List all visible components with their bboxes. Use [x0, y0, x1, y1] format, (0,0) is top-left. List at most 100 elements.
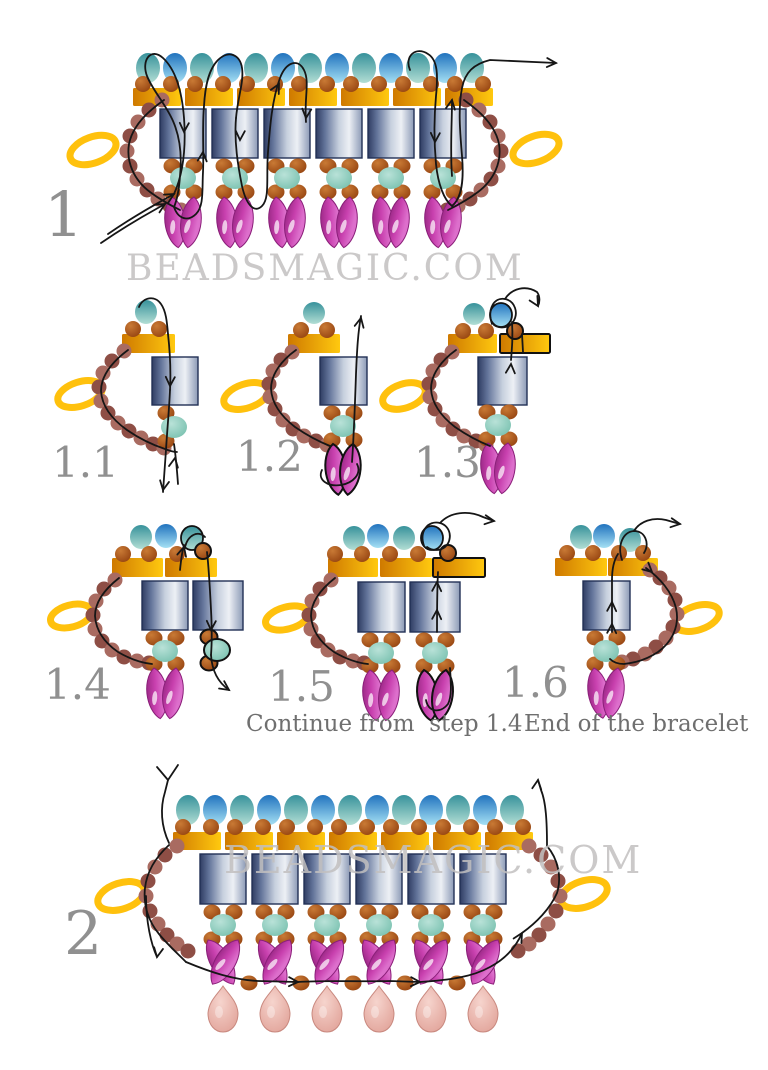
clasp-ring-icon	[379, 379, 429, 413]
thread-path	[407, 50, 453, 207]
thread-path	[436, 571, 439, 633]
cylinder-bead	[315, 108, 363, 159]
cylinder-bead	[357, 581, 406, 633]
chain-seed-bead	[661, 580, 677, 596]
diagram-s16	[555, 517, 723, 719]
chain-seed-bead	[104, 642, 120, 658]
seed-bead	[227, 819, 243, 835]
petal-bead	[431, 668, 454, 722]
teal-oval-bead	[136, 53, 160, 83]
chain-seed-bead	[533, 847, 549, 863]
petal-bead	[162, 667, 184, 720]
seed-bead	[410, 546, 426, 562]
thread-path	[185, 961, 299, 983]
teal-oval-bead	[406, 53, 430, 83]
thread-arrow-icon	[168, 456, 179, 469]
thread-arrow-icon	[512, 931, 524, 944]
thread-arrow-icon	[531, 778, 543, 791]
chain-seed-bead	[521, 838, 537, 854]
diagram-s14	[47, 524, 244, 720]
petal-bead	[366, 939, 397, 985]
cylinder-bead	[407, 853, 455, 905]
cylinder-bead	[355, 853, 403, 905]
thread-path	[521, 333, 524, 353]
seed-bead	[291, 76, 307, 92]
blue-oval-bead	[473, 795, 497, 825]
thread-path	[270, 349, 331, 447]
bugle-bead	[485, 832, 533, 850]
chain-seed-bead	[427, 401, 443, 417]
chain-seed-bead	[180, 943, 196, 959]
bugle-bead	[185, 88, 233, 106]
chain-seed-bead	[265, 363, 281, 379]
chain-seed-bead	[119, 143, 135, 159]
chain-seed-bead	[433, 352, 449, 368]
thread-path	[144, 53, 186, 208]
diagram-label-2: 2	[64, 899, 103, 969]
teal-oval-bead	[393, 526, 415, 550]
diagram-label-1-6: 1.6	[502, 658, 569, 707]
chain-seed-bead	[169, 838, 185, 854]
clasp-ring-icon	[94, 878, 148, 914]
chain-seed-bead	[310, 633, 326, 649]
teal-oval-bead	[190, 53, 214, 83]
bugle-bead	[288, 334, 340, 353]
seed-bead	[279, 819, 295, 835]
chain-seed-bead	[312, 581, 328, 597]
thread-arrow-icon	[353, 316, 365, 329]
thread-path	[184, 533, 206, 548]
chain-seed-bead	[95, 365, 111, 381]
seed-bead	[215, 76, 231, 92]
seed-bead	[239, 76, 255, 92]
thread-arrow-icon	[606, 599, 618, 613]
chain-seed-bead	[275, 412, 291, 428]
chain-seed-bead	[116, 343, 132, 359]
teal-oval-bead	[244, 53, 268, 83]
diagram-label-1-2: 1.2	[236, 432, 303, 481]
seed-bead	[255, 819, 271, 835]
drop-bead	[415, 985, 447, 1033]
seed-bead	[327, 546, 343, 562]
seed-bead	[289, 184, 307, 200]
thread-arrow-icon	[483, 514, 496, 526]
petal-bead	[378, 669, 400, 722]
seed-bead	[383, 819, 399, 835]
bugle-bead	[328, 558, 378, 577]
chain-seed-bead	[285, 421, 301, 437]
bugle-bead	[112, 558, 163, 577]
seed-bead	[292, 975, 310, 991]
bugle-bead	[289, 88, 337, 106]
round-teal-bead	[366, 914, 392, 936]
thread-path	[421, 521, 451, 551]
cylinder-bead	[319, 356, 368, 406]
chain-seed-bead	[267, 401, 283, 417]
seed-bead	[611, 545, 627, 561]
chain-seed-bead	[540, 916, 556, 932]
thread-arrow-icon	[154, 202, 167, 214]
bugle-bead	[341, 88, 389, 106]
thread-path	[138, 297, 169, 335]
teal-oval-bead	[338, 795, 362, 825]
thread-arrow-icon	[445, 98, 456, 111]
seed-bead	[371, 184, 389, 200]
thread-arrow-icon	[287, 976, 301, 988]
chain-seed-bead	[425, 363, 441, 379]
cylinder-bead	[151, 356, 199, 406]
cylinder-bead	[459, 853, 507, 905]
thread-arrow-icon	[641, 561, 654, 574]
diagram-label-1: 1	[44, 178, 84, 251]
seed-bead	[323, 432, 341, 448]
seed-bead	[293, 322, 309, 338]
chain-seed-bead	[421, 376, 437, 392]
seed-bead	[393, 184, 411, 200]
round-teal-bead	[152, 640, 178, 662]
chain-seed-bead	[94, 633, 110, 649]
seed-bead	[478, 323, 494, 339]
petal-bead	[339, 442, 362, 496]
seed-bead	[455, 323, 471, 339]
chain-seed-bead	[552, 888, 568, 904]
diagram-label-1-1: 1.1	[52, 438, 119, 487]
bugle-bead	[433, 832, 481, 850]
thread-arrow-icon	[164, 375, 176, 389]
